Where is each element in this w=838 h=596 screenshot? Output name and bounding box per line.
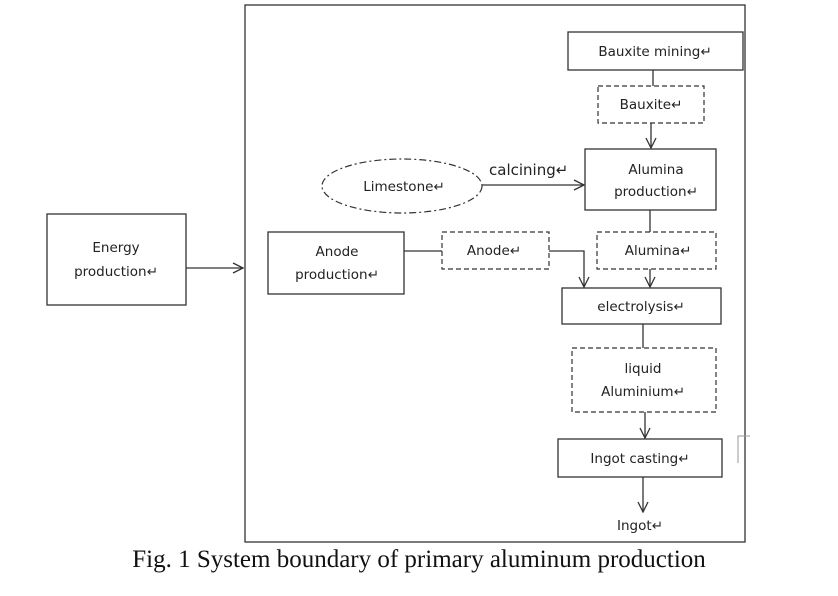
- svg-text:Alumina: Alumina: [628, 162, 683, 178]
- label-calcining: calcining↵: [489, 161, 568, 179]
- svg-text:Ingot casting↵: Ingot casting↵: [590, 451, 689, 467]
- node-anode: Anode↵: [441, 231, 550, 270]
- svg-text:Aluminium↵: Aluminium↵: [601, 384, 685, 400]
- svg-text:liquid: liquid: [625, 361, 662, 377]
- svg-text:Anode: Anode: [316, 244, 359, 260]
- node-alumina-production: Alumina production↵: [584, 148, 717, 211]
- node-ingot: Ingot↵: [617, 518, 663, 534]
- svg-text:Limestone↵: Limestone↵: [363, 179, 445, 195]
- system-boundary-box: [244, 4, 746, 543]
- system-boundary-diagram: Bauxite mining↵ Bauxite↵ Alumina product…: [46, 4, 750, 543]
- node-anode-production: Anode production↵: [267, 231, 405, 295]
- node-limestone: Limestone↵: [321, 158, 483, 214]
- node-alumina: Alumina↵: [596, 231, 717, 270]
- svg-text:Alumina↵: Alumina↵: [625, 243, 692, 259]
- svg-text:production↵: production↵: [614, 184, 698, 200]
- node-bauxite-mining: Bauxite mining↵: [567, 31, 744, 71]
- svg-text:Energy: Energy: [92, 240, 139, 256]
- svg-text:production↵: production↵: [295, 267, 379, 283]
- figure-caption: Fig. 1 System boundary of primary alumin…: [132, 546, 706, 573]
- svg-text:electrolysis↵: electrolysis↵: [597, 299, 684, 315]
- node-ingot-casting: Ingot casting↵: [557, 438, 723, 478]
- svg-text:production↵: production↵: [74, 264, 158, 280]
- corner-mark: [737, 435, 750, 463]
- svg-text:Bauxite↵: Bauxite↵: [620, 97, 683, 113]
- svg-text:Anode↵: Anode↵: [467, 243, 521, 259]
- node-energy-production: Energy production↵: [46, 213, 187, 306]
- node-electrolysis: electrolysis↵: [561, 287, 722, 325]
- svg-text:Bauxite mining↵: Bauxite mining↵: [598, 44, 711, 60]
- arrow-anode-to-electrolysis: [549, 250, 584, 287]
- node-liquid-aluminium: liquid Aluminium↵: [571, 347, 717, 413]
- node-bauxite: Bauxite↵: [597, 85, 705, 124]
